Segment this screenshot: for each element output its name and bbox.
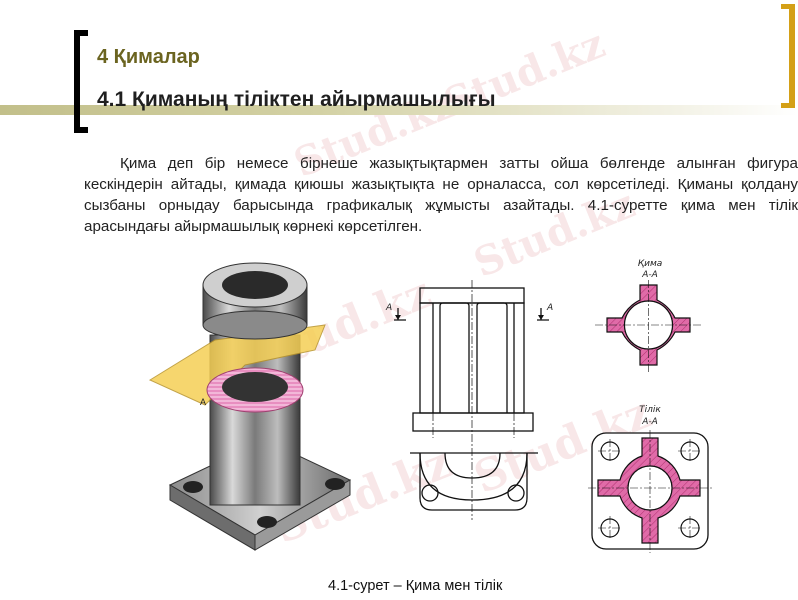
section-arrow-label-right: А [546, 303, 553, 313]
right-bracket-decoration [781, 4, 795, 108]
orthographic-views-drawing: А А [385, 280, 553, 520]
figure-caption: 4.1-сурет – Қима мен тілік [328, 578, 503, 594]
left-bracket-decoration [74, 30, 88, 133]
section-label-tilik-sub: А-А [641, 417, 658, 427]
isometric-part-illustration: А [148, 262, 352, 551]
section-label-kima-sub: А-А [641, 270, 658, 280]
body-paragraph: Қима деп бір немесе бірнеше жазықтықтарм… [84, 155, 798, 235]
slide-heading: 4 Қималар [97, 46, 200, 68]
section-arrow-label-left: А [385, 303, 392, 313]
section-view-kima: Қима А-А [595, 259, 702, 373]
cut-view-tilik: Тілік А-А [588, 405, 712, 553]
section-label-kima: Қима [638, 259, 663, 269]
slide-subheading: 4.1 Қиманың тіліктен айырмашылығы [97, 88, 496, 111]
section-label-tilik: Тілік [639, 405, 661, 415]
plane-mark-label: А [200, 397, 206, 407]
title-underline-bar [0, 105, 798, 115]
